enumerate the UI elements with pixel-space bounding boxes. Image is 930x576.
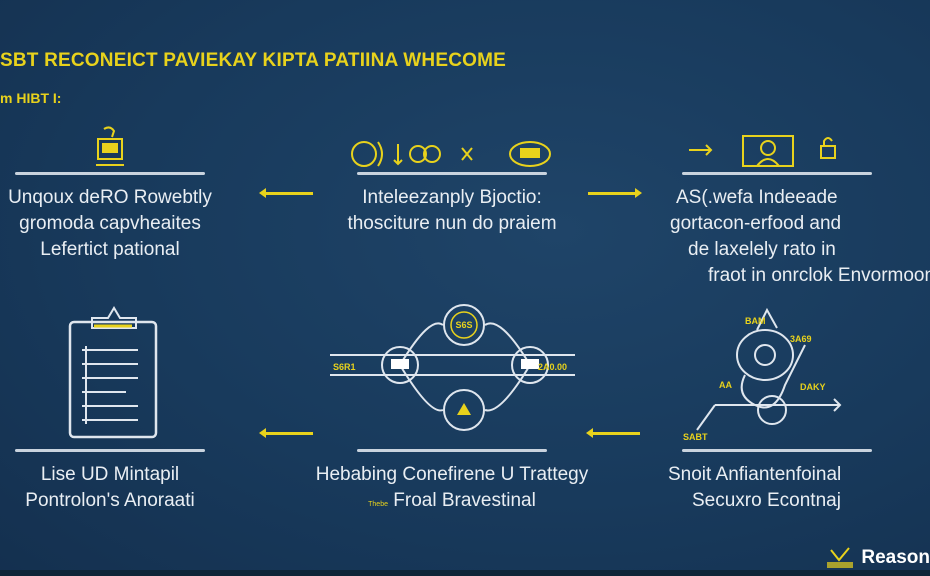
step-3-line: fraot in onrclok Envormoon: [708, 265, 930, 286]
step-3: AS(.wefa Indeeade gortacon-erfood and de…: [640, 172, 930, 289]
arrow-left: [259, 188, 313, 198]
bottom-strip: [0, 570, 930, 576]
diagram-label: 2A0.00: [538, 362, 567, 372]
diagram-label: SABT: [683, 432, 708, 442]
step-5-prefix: Thebe: [368, 501, 388, 508]
process-icons: [351, 141, 551, 167]
diagram-label: 3A69: [790, 334, 812, 344]
step-6-line: Secuxro Econtnaj: [692, 490, 841, 511]
divider: [682, 172, 872, 175]
page-subtitle: m HIBT I:: [0, 90, 62, 106]
arrow-left: [586, 428, 640, 438]
step-1: Unqoux deRO Rowebtly gromoda capvheaites…: [0, 172, 240, 263]
diagram-label: BAM: [745, 316, 766, 326]
diagram-label: S6R1: [333, 362, 356, 372]
divider: [357, 172, 547, 175]
step-2-line: Inteleezanply Bjoctio:: [362, 187, 542, 208]
step-4: Lise UD Mintapil Pontrolon's Anoraati: [0, 449, 240, 514]
step-5-line: Hebabing Conefirene U Trattegy: [315, 464, 589, 485]
brand-logo-icon: [827, 547, 854, 568]
step-3-line: gortacon-erfood and: [670, 213, 842, 234]
divider: [682, 449, 872, 452]
step-2-line: thosciture nun do praiem: [347, 213, 557, 234]
step-1-line: Lefertict pational: [40, 239, 180, 260]
divider: [15, 172, 205, 175]
laptop-icon: [96, 126, 124, 166]
step-6-line: Snoit Anfiantenfoinal: [668, 464, 842, 485]
brand-name: Reason: [861, 547, 930, 568]
step-3-line: de laxelely rato in: [688, 239, 836, 260]
step-1-line: Unqoux deRO Rowebtly: [8, 187, 212, 208]
security-icons: [689, 135, 836, 167]
diagram-label-top: S6S: [455, 320, 472, 330]
step-1-line: gromoda capvheaites: [19, 213, 201, 234]
page-title: SBT RECONEICT PAVIEKAY KIPTA PATIINA WHE…: [0, 50, 507, 71]
step-3-line: AS(.wefa Indeeade: [676, 187, 838, 208]
flow-process-icon: BAM 3A69 DAKY AA SABT: [683, 307, 842, 442]
step-4-line: Pontrolon's Anoraati: [25, 490, 195, 511]
divider: [15, 449, 205, 452]
brand-footer: Reason: [825, 546, 930, 570]
arrow-left: [259, 428, 313, 438]
diagram-label: DAKY: [800, 382, 826, 392]
step-5-line: Froal Bravestinal: [393, 490, 536, 511]
step-4-line: Lise UD Mintapil: [40, 464, 180, 485]
arrow-right: [588, 188, 642, 198]
diagram-label: AA: [719, 380, 732, 390]
step-2: Inteleezanply Bjoctio: thosciture nun do…: [322, 172, 582, 237]
network-diagram-icon: S6S S6R1 2A0.00: [330, 304, 575, 431]
step-5: Hebabing Conefirene U Trattegy Thebe Fro…: [302, 449, 602, 518]
step-6: Snoit Anfiantenfoinal Secuxro Econtnaj: [640, 449, 930, 514]
divider: [357, 449, 547, 452]
clipboard-icon: [68, 306, 158, 439]
